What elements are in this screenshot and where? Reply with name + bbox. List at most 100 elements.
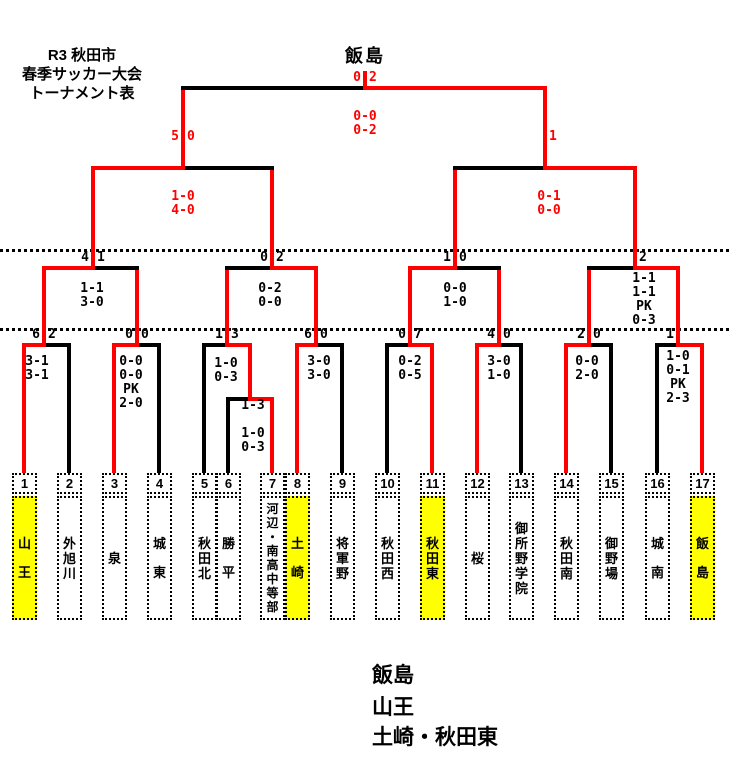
match-line-right-half	[453, 266, 501, 270]
score-halves: 0-0 1-0	[443, 281, 467, 310]
team-leg-line	[112, 343, 116, 473]
team-name: 外旭川	[57, 496, 82, 620]
score-total-right: 2	[276, 250, 284, 265]
score-halves: 0-0 2-0	[575, 354, 599, 383]
result-value: 飯島	[372, 664, 414, 687]
team-leg-line	[270, 397, 274, 473]
winner-line	[270, 170, 274, 270]
winner-line	[543, 86, 547, 170]
team-leg-line	[157, 343, 161, 473]
match-line-left-half	[295, 343, 318, 347]
score-halves: 1-0 0-1 PK 2-3	[666, 349, 690, 406]
match-line-right-half	[225, 343, 252, 347]
match-line-right-half	[91, 266, 139, 270]
match-line-left-half	[587, 266, 637, 270]
result-value: 山王	[372, 696, 414, 719]
score-total-left: 0	[260, 250, 268, 265]
score-total-right: 2	[48, 327, 56, 342]
team-leg-line	[202, 343, 206, 473]
team-leg-line	[67, 343, 71, 473]
match-line-left-half	[225, 266, 274, 270]
match-line-right-half	[270, 266, 318, 270]
match-line-left-half	[22, 343, 46, 347]
score-halves: 3-0 3-0	[307, 354, 331, 383]
winner-line	[225, 270, 229, 347]
score-total-right: 0	[459, 250, 467, 265]
winner-line	[633, 166, 637, 270]
score-halves: 1-0 4-0	[171, 189, 195, 218]
score-total-left: 0	[125, 327, 133, 342]
score-total-right: 0	[593, 327, 601, 342]
team-name: 秋田北	[192, 496, 217, 620]
score-total-right: 0	[503, 327, 511, 342]
team-name: 城東	[147, 496, 172, 620]
team-leg-line	[564, 343, 568, 473]
title-line-3: トーナメント表	[29, 85, 135, 102]
team-name: 河辺・南高中等部	[260, 496, 285, 620]
team-leg-line	[340, 343, 344, 473]
score-total-left: 1	[443, 250, 451, 265]
match-line-left-half	[453, 166, 547, 170]
match-line-right-half	[248, 397, 274, 401]
team-number: 6	[216, 473, 241, 494]
score-halves: 0-0 0-2	[353, 109, 377, 138]
match-line-right-half	[314, 343, 344, 347]
winner-line	[587, 270, 591, 347]
winner-line	[181, 90, 185, 170]
team-number: 17	[690, 473, 715, 494]
round-separator	[0, 328, 729, 331]
score-total-left: 1	[215, 327, 223, 342]
score-total-left: 4	[487, 327, 495, 342]
score-total-left: 0	[398, 327, 406, 342]
team-name: 泉	[102, 496, 127, 620]
winner-line	[363, 71, 367, 90]
match-line-right-half	[676, 343, 704, 347]
score-total-right: 7	[414, 327, 422, 342]
match-line-left-half	[202, 343, 229, 347]
winner-line	[676, 266, 680, 347]
match-line-left-half	[42, 266, 95, 270]
team-number: 1	[12, 473, 37, 494]
title-line-1: R3 秋田市	[47, 47, 117, 64]
team-leg-line	[519, 343, 523, 473]
team-number: 3	[102, 473, 127, 494]
match-line-left-half	[408, 266, 457, 270]
team-name: 勝平	[216, 496, 241, 620]
team-name: 秋田東	[420, 496, 445, 620]
team-number: 8	[285, 473, 310, 494]
score-halves: 0-1 0-0	[537, 189, 561, 218]
score-total-right: 2	[639, 250, 647, 265]
team-name: 御野場	[599, 496, 624, 620]
team-name: 桜	[465, 496, 490, 620]
match-line-right-half	[135, 343, 161, 347]
score-total-right: 2	[369, 70, 377, 85]
team-leg-line	[700, 343, 704, 473]
winner-line	[135, 270, 139, 347]
team-number: 7	[260, 473, 285, 494]
winner-line	[42, 266, 46, 347]
score-halves: 0-2 0-0	[258, 281, 282, 310]
tournament-title: R3 秋田市 春季サッカー大会 トーナメント表	[8, 46, 156, 103]
team-name: 秋田南	[554, 496, 579, 620]
score-total-left: 4	[81, 250, 89, 265]
team-leg-line	[655, 343, 659, 473]
score-total-left: 1	[666, 327, 674, 342]
team-leg-line	[226, 397, 230, 473]
match-line-left-half	[564, 343, 591, 347]
team-number: 5	[192, 473, 217, 494]
match-line-left-half	[181, 86, 367, 90]
match-line-left-half	[385, 343, 412, 347]
team-leg-line	[22, 343, 26, 473]
match-line-left-half	[655, 343, 680, 347]
score-halves: 0-2 0-5	[398, 354, 422, 383]
score-total-right: 0	[141, 327, 149, 342]
team-number: 14	[554, 473, 579, 494]
winner-line	[248, 343, 252, 401]
score-total-right: 3	[231, 327, 239, 342]
winner-line	[453, 170, 457, 270]
match-line-right-half	[181, 166, 274, 170]
score-halves: 1-0 0-3	[241, 426, 265, 455]
team-name: 土崎	[285, 496, 310, 620]
winner-line	[91, 166, 95, 270]
